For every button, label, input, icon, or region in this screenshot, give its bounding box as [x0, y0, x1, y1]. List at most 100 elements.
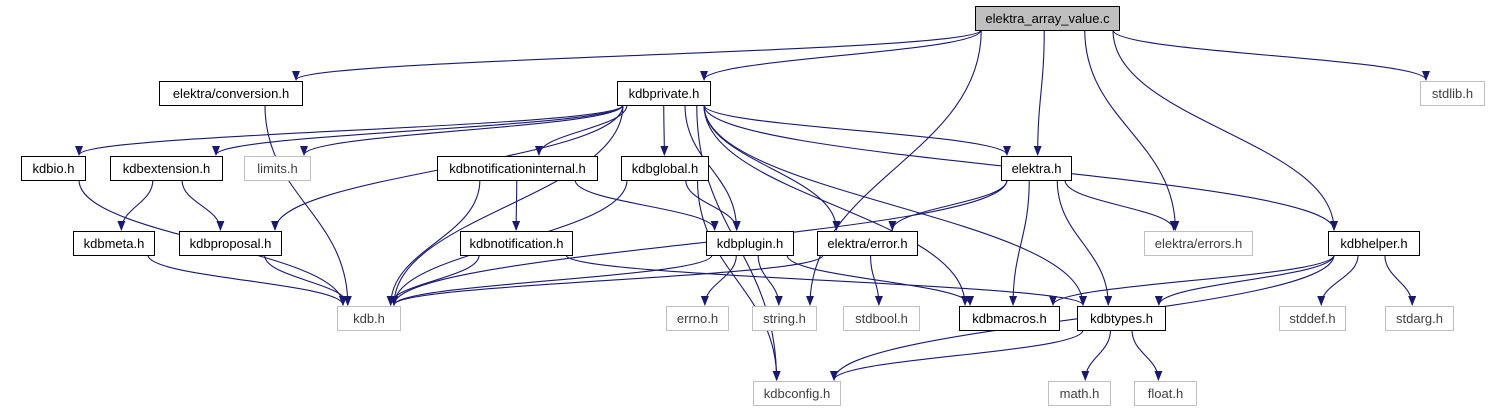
node-stdbool: stdbool.h	[843, 306, 920, 331]
node-stdarg: stdarg.h	[1385, 306, 1454, 331]
node-label-kdbhelper: kdbhelper.h	[1340, 236, 1407, 251]
node-kdbmacros[interactable]: kdbmacros.h	[959, 306, 1060, 331]
node-label-kdbproposal: kdbproposal.h	[190, 236, 272, 251]
node-elektra[interactable]: elektra.h	[1001, 156, 1072, 181]
node-box-elektra	[1001, 156, 1072, 181]
node-box-conversion	[159, 81, 303, 106]
edge-kdbnotification-to-kdbtypes	[565, 254, 1087, 306]
node-kdbmeta[interactable]: kdbmeta.h	[73, 231, 155, 256]
node-label-stdlib: stdlib.h	[1432, 86, 1473, 101]
edge-kdbprivate-to-kdbglobal	[660, 104, 669, 156]
edge-kdbnotificationinternal-to-kdbplugin	[574, 179, 719, 231]
node-label-limits: limits.h	[257, 161, 297, 176]
edge-root-to-elektra	[1033, 29, 1045, 156]
edge-kdbprivate-to-kdbtypes	[703, 104, 1087, 306]
edge-root-to-elektraerrors	[1084, 29, 1180, 231]
node-stdlib: stdlib.h	[1420, 81, 1485, 106]
node-kdbproposal[interactable]: kdbproposal.h	[179, 231, 282, 256]
edge-kdbplugin-to-kdbmacros	[786, 254, 974, 306]
node-kdbextension[interactable]: kdbextension.h	[110, 156, 223, 181]
edge-kdbprivate-to-kdbmacros	[703, 104, 969, 306]
edge-kdbnotification-to-kdb	[386, 254, 480, 306]
node-box-kdb	[337, 306, 401, 331]
edge-elektraerror-to-kdb	[390, 254, 824, 306]
node-errno: errno.h	[666, 306, 729, 331]
node-box-stddef	[1279, 306, 1346, 331]
node-root: elektra_array_value.c	[975, 6, 1120, 31]
edge-kdbnotificationinternal-to-kdbnotification	[512, 179, 521, 231]
node-math: math.h	[1048, 381, 1111, 406]
edge-conversion-to-kdb	[264, 104, 352, 306]
edge-kdbhelper-to-stddef	[1317, 254, 1359, 306]
node-box-kdbnotification	[460, 231, 573, 256]
node-kdbio[interactable]: kdbio.h	[21, 156, 86, 181]
node-box-kdbhelper	[1328, 231, 1420, 256]
node-box-kdbtypes	[1077, 306, 1166, 331]
node-label-float: float.h	[1148, 386, 1183, 401]
edge-kdbprivate-to-elektraerror	[703, 104, 841, 231]
edge-kdbextension-to-kdbmeta	[117, 179, 154, 231]
node-elektraerror[interactable]: elektra/error.h	[817, 231, 918, 256]
node-box-kdbio	[21, 156, 86, 181]
node-label-kdbtypes: kdbtypes.h	[1090, 311, 1153, 326]
edge-elektra-to-elektraerrors	[1064, 179, 1178, 231]
node-label-kdbnotification: kdbnotification.h	[470, 236, 564, 251]
node-label-errno: errno.h	[677, 311, 718, 326]
node-kdbnotification[interactable]: kdbnotification.h	[460, 231, 573, 256]
edge-kdbmeta-to-kdb	[147, 254, 347, 306]
edge-kdbprivate-to-kdbplugin	[684, 104, 741, 231]
node-kdbprivate[interactable]: kdbprivate.h	[617, 81, 711, 106]
node-label-elektra: elektra.h	[1012, 161, 1062, 176]
node-box-stdlib	[1420, 81, 1485, 106]
node-box-limits	[244, 156, 311, 181]
node-label-kdbprivate: kdbprivate.h	[629, 86, 700, 101]
edge-kdbprivate-to-kdbextension	[212, 104, 624, 156]
node-box-kdbnotificationinternal	[437, 156, 598, 181]
node-label-kdbnotificationinternal: kdbnotificationinternal.h	[449, 161, 586, 176]
edge-root-to-kdbprivate	[700, 29, 982, 81]
node-conversion[interactable]: elektra/conversion.h	[159, 81, 303, 106]
node-box-kdbplugin	[706, 231, 794, 256]
edge-elektra-to-elektraerror	[888, 179, 1008, 231]
edge-kdbprivate-to-kdbnotificationinternal	[535, 104, 628, 156]
node-label-root: elektra_array_value.c	[985, 11, 1110, 26]
edge-kdbproposal-to-kdb	[264, 254, 352, 306]
edge-elektra-to-kdbmacros	[1009, 179, 1030, 306]
node-box-float	[1134, 381, 1197, 406]
node-kdbplugin[interactable]: kdbplugin.h	[706, 231, 794, 256]
node-box-kdbconfig	[753, 381, 841, 406]
node-box-kdbglobal	[621, 156, 709, 181]
node-stddef: stddef.h	[1279, 306, 1346, 331]
node-label-math: math.h	[1060, 386, 1100, 401]
node-label-kdbextension: kdbextension.h	[123, 161, 210, 176]
node-box-elektraerrors	[1144, 231, 1253, 256]
node-box-stdbool	[843, 306, 920, 331]
node-label-kdbplugin: kdbplugin.h	[717, 236, 784, 251]
edge-kdbhelper-to-kdbtypes	[1154, 254, 1335, 306]
node-label-stdbool: stdbool.h	[855, 311, 908, 326]
node-label-elektraerrors: elektra/errors.h	[1155, 236, 1242, 251]
edge-kdbtypes-to-float	[1131, 329, 1163, 381]
edge-root-to-string	[806, 29, 982, 306]
node-kdbtypes[interactable]: kdbtypes.h	[1077, 306, 1166, 331]
edge-kdbglobal-to-kdbconfig	[696, 179, 781, 381]
node-box-kdbmeta	[73, 231, 155, 256]
edge-elektraerror-to-stdbool	[869, 254, 883, 306]
edge-kdbextension-to-kdbproposal	[181, 179, 225, 231]
node-label-kdbmacros: kdbmacros.h	[972, 311, 1046, 326]
node-kdbnotificationinternal[interactable]: kdbnotificationinternal.h	[437, 156, 598, 181]
node-label-kdbmeta: kdbmeta.h	[84, 236, 145, 251]
edge-root-to-conversion	[292, 29, 982, 81]
node-float: float.h	[1134, 381, 1197, 406]
edge-kdbglobal-to-kdbplugin	[685, 179, 741, 231]
edge-elektra-to-kdb	[390, 179, 1008, 306]
edge-kdbnotificationinternal-to-kdb	[386, 179, 481, 306]
node-kdbhelper[interactable]: kdbhelper.h	[1328, 231, 1420, 256]
node-kdbglobal[interactable]: kdbglobal.h	[621, 156, 709, 181]
node-kdb: kdb.h	[337, 306, 401, 331]
node-label-kdbconfig: kdbconfig.h	[764, 386, 831, 401]
edge-root-to-kdbhelper	[1112, 29, 1338, 231]
node-box-kdbprivate	[617, 81, 711, 106]
edge-kdbprivate-to-elektra	[703, 104, 1011, 156]
